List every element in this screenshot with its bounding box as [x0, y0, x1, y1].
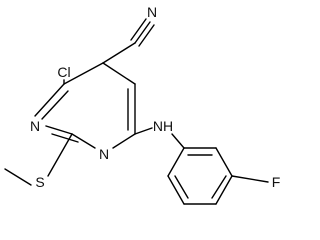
bond-nh-ph — [171, 133, 185, 149]
atom-label-cl: Cl — [57, 64, 70, 80]
bond-c2-s — [47, 133, 73, 177]
bond-n2-c2 — [71, 133, 96, 149]
bond-cn-triple-3 — [138, 24, 155, 47]
bond-cn-triple-2 — [130, 18, 147, 41]
atom-label-ring-n3: N — [99, 146, 109, 162]
bond-c5-cn — [102, 42, 136, 64]
bond-s-me — [4, 168, 32, 186]
bond-cn-triple-1 — [134, 21, 151, 44]
bond-c5-c6 — [102, 62, 136, 85]
molecule-structure: Cl N N N NH S F — [4, 4, 281, 205]
bond-ph-2 — [215, 147, 233, 177]
atom-label-f: F — [272, 174, 281, 190]
bond-c4-n3 — [34, 83, 65, 117]
atom-label-nitrile-n: N — [147, 4, 157, 20]
atom-label-nh: NH — [153, 118, 173, 134]
bond-c2-n1 — [45, 125, 73, 135]
bond-c1-nh — [134, 127, 153, 135]
bond-c2-n1-inner — [51, 133, 79, 143]
bond-ph-f — [231, 175, 269, 183]
bond-c4-n3-inner — [41, 90, 69, 120]
atom-label-ring-n1: N — [30, 118, 40, 134]
bond-c1-n2 — [112, 133, 136, 149]
bond-set — [4, 18, 269, 205]
bond-ph-5-inner — [174, 175, 189, 199]
bond-ph-5 — [167, 175, 185, 205]
bond-c4-c5 — [63, 62, 104, 85]
atom-label-s: S — [35, 174, 44, 190]
bond-ph-3 — [215, 175, 233, 205]
bond-ph-3-inner — [211, 175, 227, 199]
bond-ph-6 — [167, 147, 185, 177]
